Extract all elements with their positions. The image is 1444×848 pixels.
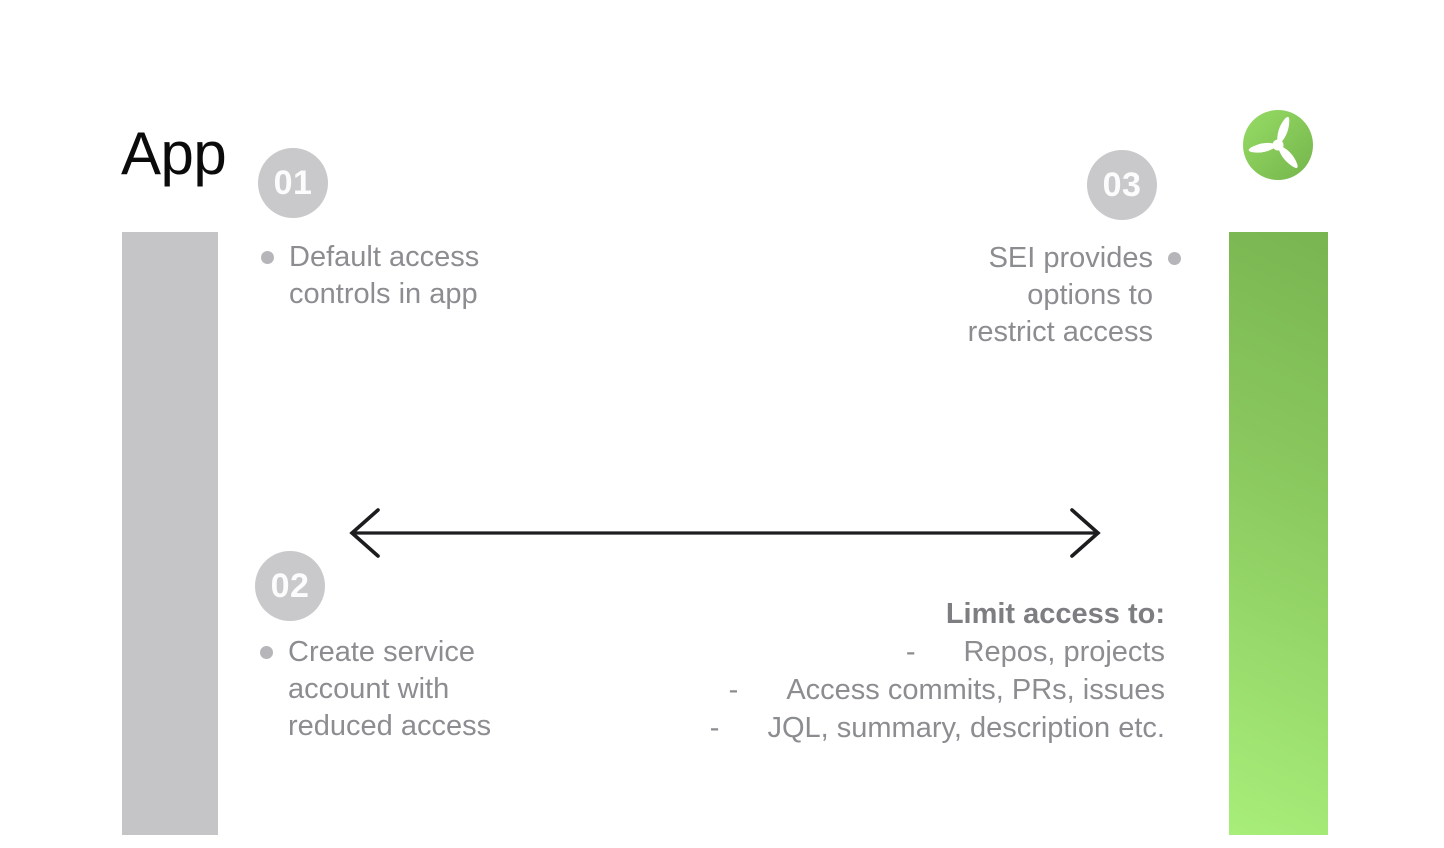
sei-column-bar [1229,232,1328,835]
list-item: - Repos, projects [710,633,1165,671]
list-item-text: Repos, projects [963,636,1166,668]
list-item: - JQL, summary, description etc. [710,709,1165,747]
double-headed-arrow-icon [349,508,1101,558]
bullet-icon [1168,252,1181,265]
dash-bullet: - [709,712,720,744]
step-number: 01 [273,163,313,202]
limit-access-heading: Limit access to: [945,598,1165,630]
step-badge-01: 01 [258,148,328,218]
step-1-note: Default access controls in app [261,239,479,313]
step-number: 03 [1102,165,1142,204]
step-badge-03: 03 [1087,150,1157,220]
limit-access-list: Limit access to: - Repos, projects - Acc… [710,595,1165,747]
dash-bullet: - [905,636,916,668]
step-3-note: SEI provides options to restrict access [968,240,1181,351]
step-number: 02 [270,566,310,605]
bullet-icon [260,646,273,659]
list-item-text: JQL, summary, description etc. [767,712,1165,744]
step-2-note: Create service account with reduced acce… [260,634,491,745]
list-item-text: Access commits, PRs, issues [786,674,1165,706]
step-3-text: SEI provides options to restrict access [967,242,1153,348]
turbine-logo-icon [1243,110,1313,180]
step-1-text: Default access controls in app [289,241,480,310]
dash-bullet: - [728,674,739,706]
bullet-icon [261,251,274,264]
page-title: App [121,120,227,187]
list-item: - Access commits, PRs, issues [710,671,1165,709]
step-2-text: Create service account with reduced acce… [288,636,492,742]
app-column-bar [122,232,218,835]
step-badge-02: 02 [255,551,325,621]
